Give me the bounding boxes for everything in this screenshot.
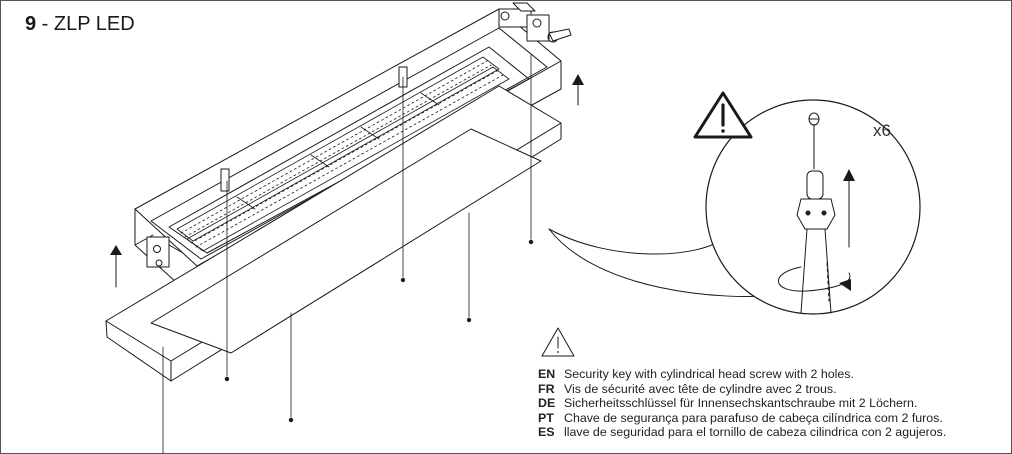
language-code: EN xyxy=(538,367,556,381)
instruction-text: Security key with cylindrical head screw… xyxy=(564,367,854,381)
instruction-text: Chave de segurança para parafuso de cabe… xyxy=(564,410,943,425)
instruction-text: Vis de sécurité avec tête de cylindre av… xyxy=(564,381,837,396)
step-number: 9 xyxy=(25,13,37,35)
led-strips xyxy=(176,56,510,252)
instruction-row: EN Security key with cylindrical head scr… xyxy=(538,367,946,382)
title-separator: - xyxy=(36,13,54,35)
security-key xyxy=(796,170,836,314)
instruction-row: PT Chave de segurança para parafuso de ca… xyxy=(538,411,946,426)
instruction-text: Sicherheitsschlüssel für Innensechskants… xyxy=(564,396,918,411)
language-code: PT xyxy=(538,410,554,425)
end-bracket xyxy=(146,236,184,268)
rotation-arrow-icon xyxy=(778,266,851,292)
instruction-row: FR Vis de sécurité avec tête de cylindre … xyxy=(538,382,946,397)
instruction-row: DE Sicherheitsschlüssel für Innensechskan… xyxy=(538,396,946,411)
quantity-label: x6 xyxy=(873,121,891,140)
language-code: FR xyxy=(538,381,555,396)
detail-callout xyxy=(548,99,921,315)
language-code: ES xyxy=(538,425,555,440)
up-arrow-icon xyxy=(843,169,855,248)
warning-triangle-icon xyxy=(693,91,753,139)
screws xyxy=(224,239,534,423)
language-code: DE xyxy=(538,396,556,411)
page-title: 9 - ZLP LED xyxy=(25,13,135,36)
instruction-text: llave de seguridad para el tornillo de c… xyxy=(564,425,947,440)
warning-triangle-icon xyxy=(541,327,575,357)
instruction-row: ES llave de seguridad para el tornillo de… xyxy=(538,425,946,440)
up-arrow-icon xyxy=(572,74,584,106)
luminaire-housing xyxy=(134,2,572,302)
diffuser-cover xyxy=(105,85,562,382)
product-name: ZLP LED xyxy=(53,13,135,35)
screw-guide-lines xyxy=(162,54,532,453)
instructions-legend: EN Security key with cylindrical head scr… xyxy=(538,367,946,440)
terminal-block xyxy=(498,2,572,43)
up-arrow-icon xyxy=(110,245,122,288)
